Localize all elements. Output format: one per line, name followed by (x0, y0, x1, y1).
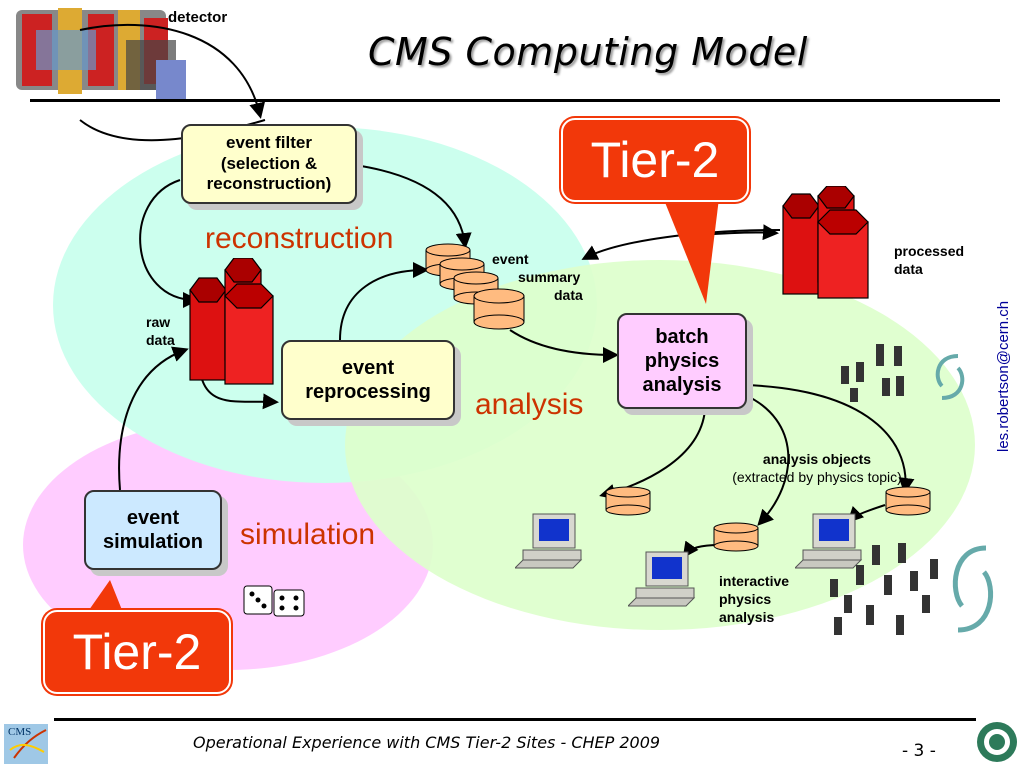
dice-icon (243, 585, 305, 617)
cms-logo-text: CMS (8, 726, 32, 738)
footer-rule (54, 718, 976, 721)
event-simulation-box: event simulation (84, 490, 222, 570)
tier2-bottom-callout: Tier-2 (43, 610, 231, 694)
simulation-label: simulation (240, 518, 376, 551)
reconstruction-label: reconstruction (205, 222, 394, 255)
page-number: - 3 - (902, 741, 936, 761)
analysis-label: analysis (475, 388, 584, 421)
event-reprocessing-line: event (341, 357, 395, 379)
physicists-large-group (830, 543, 938, 635)
event-filter-line: (selection & (220, 153, 318, 173)
processed-data-label-line: data (894, 261, 923, 278)
event-filter-box: event filter (selection & reconstruction… (181, 124, 357, 204)
event-filter-line: event filter (226, 133, 312, 153)
title-rule (30, 99, 1000, 102)
event-summary-label: event summary data (492, 250, 583, 305)
cern-logo (977, 722, 1017, 762)
raw-data-label: raw data (146, 313, 175, 349)
physicists-small-group (841, 344, 904, 402)
interactive-analysis-label-line: physics (719, 591, 772, 608)
processed-data-label: processed data (894, 242, 964, 278)
interactive-analysis-label-line: analysis (719, 609, 775, 626)
analysis-object-cylinder (885, 486, 931, 516)
event-simulation-line: event (126, 507, 180, 529)
page-title: CMS Computing Model (368, 30, 808, 74)
analysis-object-cylinder (713, 522, 759, 552)
computer-icon (628, 551, 696, 607)
batch-analysis-line: analysis (642, 374, 722, 396)
detector-label: detector (168, 9, 228, 26)
interactive-analysis-label: interactive physics analysis (719, 572, 789, 627)
raw-data-label-line: raw (146, 314, 171, 330)
batch-analysis-line: physics (644, 350, 720, 372)
event-summary-label-line: data (554, 287, 583, 304)
tier2-top-pointer (660, 190, 720, 304)
analysis-object-cylinder (605, 486, 651, 516)
computer-icon (515, 513, 583, 569)
processed-data-storage (782, 186, 869, 299)
cycle-arrows-icon (952, 545, 993, 633)
cms-logo (4, 724, 48, 764)
raw-data-storage (189, 258, 274, 385)
interactive-analysis-label-line: interactive (719, 573, 790, 589)
raw-data-label-line: data (146, 332, 175, 349)
event-simulation-line: simulation (102, 531, 203, 553)
footer-text: Operational Experience with CMS Tier-2 S… (193, 733, 661, 752)
analysis-objects-label-line: (extracted by physics topic) (732, 469, 902, 486)
analysis-objects-label-line: analysis objects (762, 451, 872, 467)
batch-analysis-line: batch (655, 326, 709, 348)
event-reprocessing-line: reprocessing (305, 381, 431, 403)
event-filter-line: reconstruction) (206, 174, 332, 194)
event-summary-label-line: event (492, 251, 529, 267)
analysis-objects-label: analysis objects (extracted by physics t… (702, 450, 932, 486)
batch-analysis-box: batch physics analysis (617, 313, 747, 409)
tier2-top-callout: Tier-2 (561, 118, 749, 202)
event-summary-storage (425, 243, 525, 330)
contact-email: les.robertson@cern.ch (995, 300, 1012, 452)
event-summary-label-line: summary (518, 269, 581, 286)
processed-data-label-line: processed (894, 243, 965, 259)
event-reprocessing-box: event reprocessing (281, 340, 455, 420)
computer-icon (795, 513, 863, 569)
cycle-arrows-icon (935, 354, 965, 400)
